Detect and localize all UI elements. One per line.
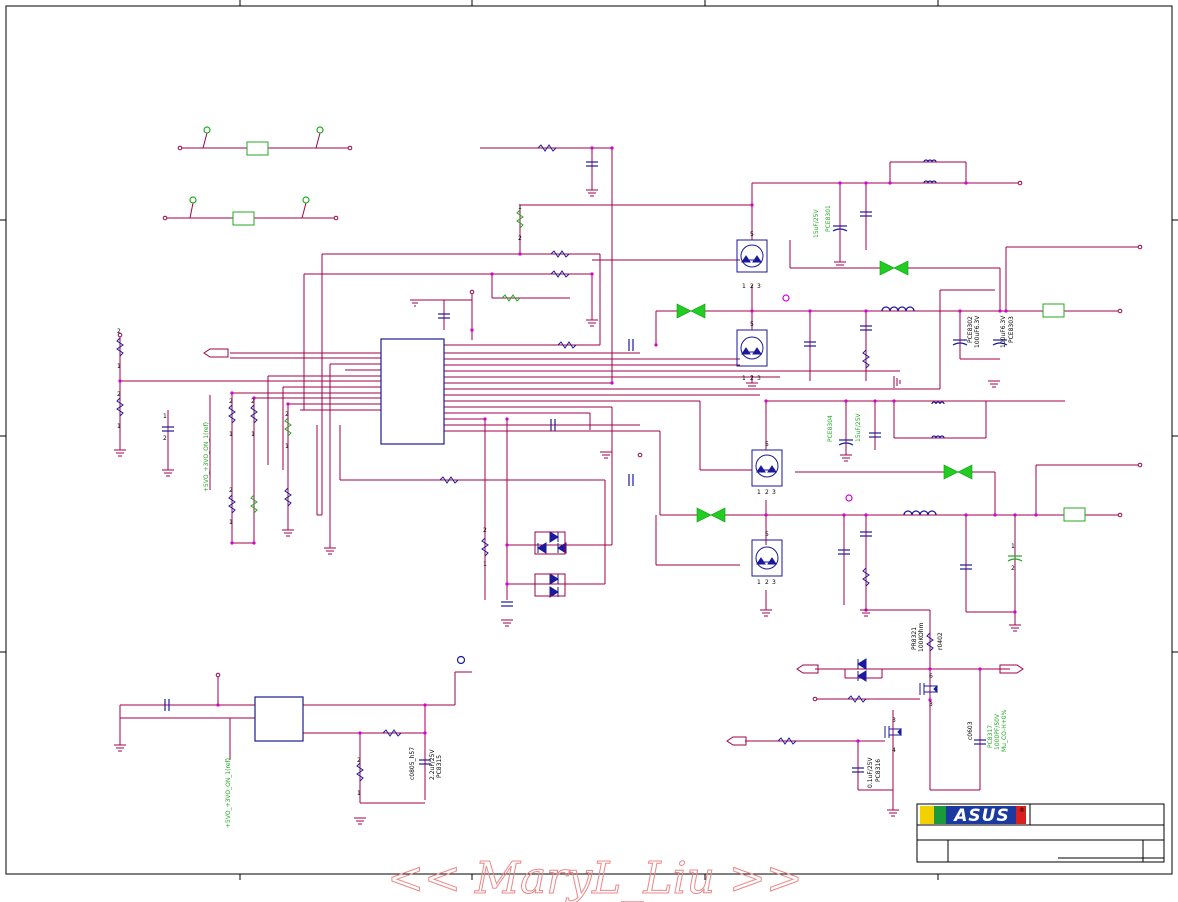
title-block: ASUS ® [916, 803, 1165, 863]
svg-text:1: 1 [251, 431, 255, 438]
wires [119, 132, 1140, 810]
net-label-5vo-on-a: +5VO_+3VO_ON_1(ref) [203, 422, 210, 492]
pce8304-value: 15uF/25V [855, 412, 862, 442]
svg-text:1: 1 [742, 375, 746, 382]
svg-text:1: 1 [757, 579, 761, 586]
pc8317-footprint: c0603 [967, 721, 974, 740]
pr8321-value: 100KOhm [918, 622, 925, 652]
svg-text:2: 2 [357, 757, 361, 764]
svg-text:1: 1 [1011, 543, 1015, 550]
svg-text:1: 1 [742, 283, 746, 290]
svg-text:2: 2 [518, 235, 522, 242]
watermark: << MaryL_Liu >> [387, 853, 802, 902]
inductors [881, 159, 945, 516]
svg-text:3: 3 [757, 375, 761, 382]
svg-text:1: 1 [163, 413, 167, 420]
sheet-frame [0, 0, 1178, 880]
svg-text:2: 2 [765, 489, 769, 496]
pc8316-value: 0.1uF/25V [867, 757, 874, 788]
svg-text:3: 3 [892, 717, 896, 724]
pc8317-note: Mu_CO-H+0% [1001, 709, 1008, 752]
svg-text:5: 5 [765, 441, 769, 448]
fuses [232, 141, 1086, 522]
ground-symbols [114, 189, 1021, 825]
pr8321-ref: PR8321 [911, 627, 918, 650]
pc8315-footprint: c0805_h57 [409, 747, 416, 780]
svg-text:1: 1 [757, 489, 761, 496]
registered-mark: ® [1019, 807, 1025, 814]
pce8303-value: 100uF6.3V [1000, 315, 1007, 348]
resistors [116, 144, 934, 782]
net-endpoints [117, 145, 1143, 702]
svg-text:1: 1 [518, 204, 522, 211]
svg-text:5: 5 [750, 321, 754, 328]
svg-text:2: 2 [117, 391, 121, 398]
svg-text:2: 2 [765, 579, 769, 586]
pc8317-ref: PC8317 [987, 725, 994, 748]
pce8303-ref: PCE8303 [1008, 316, 1015, 343]
pce8302-value: 100uF6.3V [974, 315, 981, 348]
svg-text:1: 1 [483, 561, 487, 568]
net-label-5vo-on-b: +5VO_+3VO_ON_1(ref) [225, 758, 232, 828]
capacitors [162, 161, 1008, 773]
pce8302-ref: PCE8302 [967, 316, 974, 343]
svg-text:3: 3 [757, 283, 761, 290]
pc8316-ref: PC8316 [875, 759, 882, 782]
svg-text:2: 2 [285, 411, 289, 418]
net-tags [203, 348, 1024, 746]
svg-text:1: 1 [117, 423, 121, 430]
pce8301-ref: PCE8301 [825, 205, 832, 232]
svg-text:1: 1 [285, 443, 289, 450]
svg-text:2: 2 [251, 398, 255, 405]
pr8321-footprint: r0402 [937, 632, 944, 650]
controller-ic [254, 338, 445, 742]
svg-text:1: 1 [229, 431, 233, 438]
svg-text:2: 2 [483, 527, 487, 534]
svg-text:2: 2 [750, 375, 754, 382]
diode-boxes [534, 531, 566, 597]
pce8301-value: 15uF/25V [813, 208, 820, 238]
test-points [189, 126, 853, 665]
svg-text:5: 5 [750, 231, 754, 238]
svg-text:1: 1 [117, 363, 121, 370]
green-resistors [250, 209, 524, 514]
svg-text:2: 2 [750, 283, 754, 290]
green-jumpers [676, 260, 973, 523]
pc8317-value: 1000PF/50V [994, 713, 1001, 750]
svg-text:3: 3 [772, 579, 776, 586]
asus-logo: ASUS ® [920, 806, 1026, 826]
svg-text:3: 3 [929, 701, 933, 708]
svg-text:1: 1 [357, 790, 361, 797]
diodes [537, 531, 867, 682]
svg-text:1: 1 [229, 519, 233, 526]
asus-logo-text: ASUS [952, 806, 1009, 826]
svg-text:2: 2 [229, 487, 233, 494]
pc8315-ref: PC8315 [436, 755, 443, 778]
mosfets [736, 239, 938, 738]
svg-text:6: 6 [929, 673, 933, 680]
svg-text:5: 5 [765, 531, 769, 538]
green-capacitor [1007, 555, 1023, 562]
svg-text:2: 2 [117, 328, 121, 335]
svg-text:3: 3 [772, 489, 776, 496]
svg-text:4: 4 [892, 747, 896, 754]
svg-text:2: 2 [163, 435, 167, 442]
pc8315-value: 2.2uF/25V [429, 749, 436, 780]
svg-text:2: 2 [229, 398, 233, 405]
junction-dots [118, 146, 1038, 743]
svg-text:2: 2 [1011, 565, 1015, 572]
pce8304-ref: PCE8304 [827, 415, 834, 442]
